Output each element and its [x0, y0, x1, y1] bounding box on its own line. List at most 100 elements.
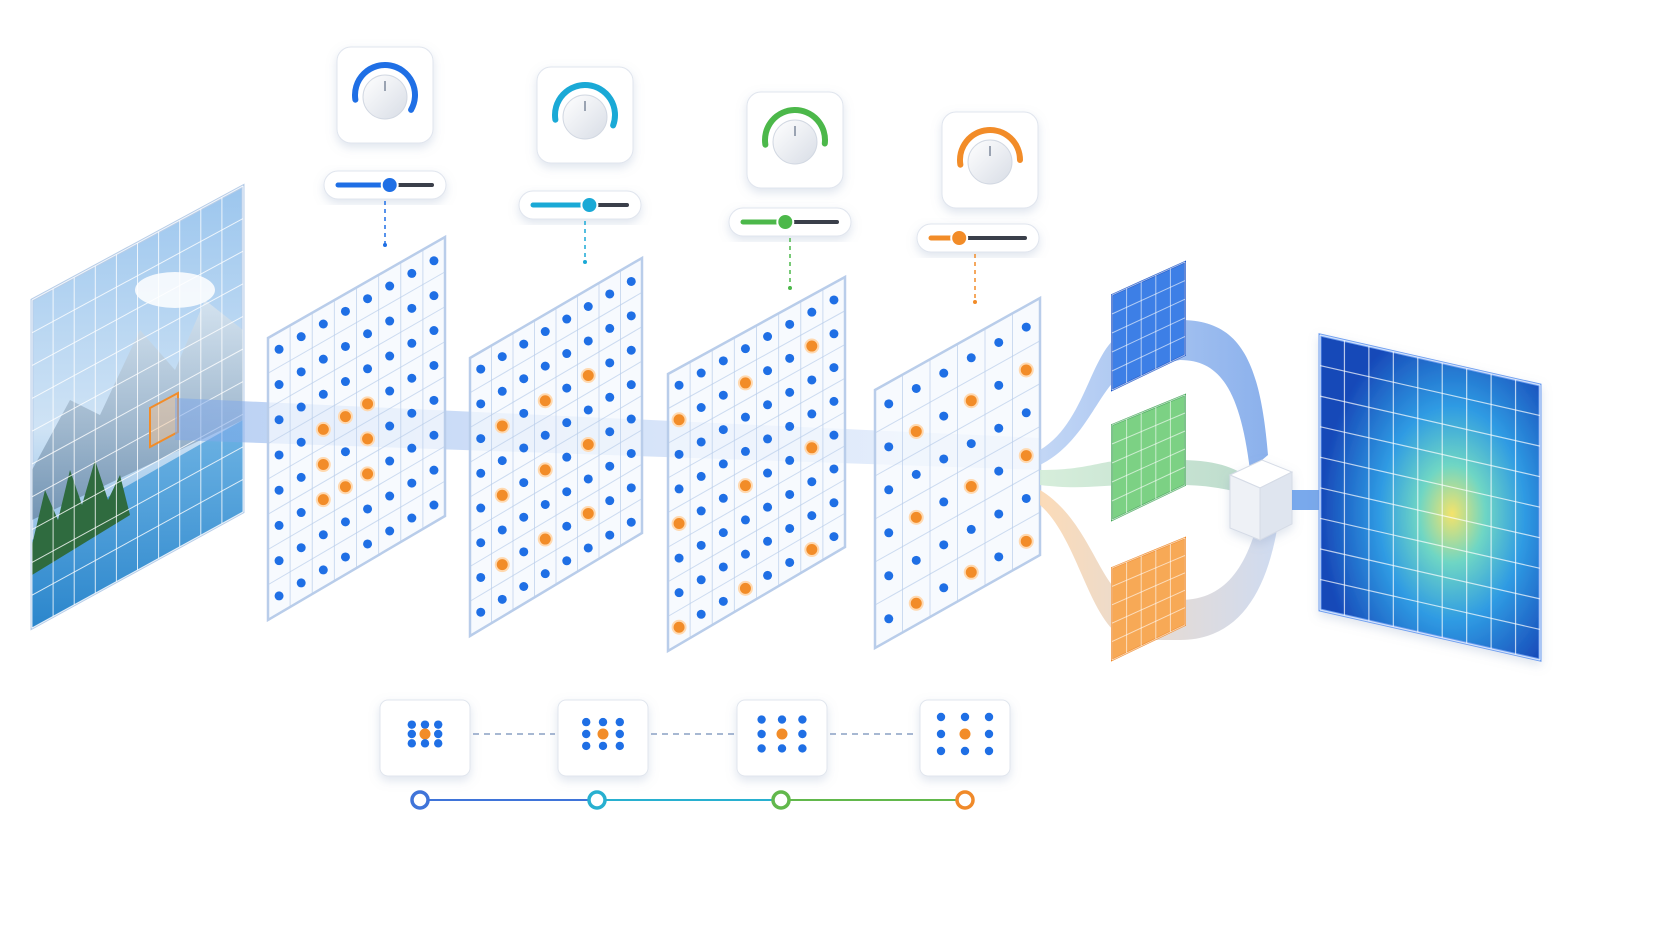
neuron-dot: [994, 380, 1004, 390]
grid-line: [1111, 317, 1186, 353]
grid-line: [1111, 537, 1186, 569]
neuron-dot: [476, 364, 486, 374]
neuron-dot: [605, 289, 615, 299]
slider-handle[interactable]: [950, 229, 969, 247]
dial-knob[interactable]: [562, 94, 608, 140]
control-1[interactable]: [323, 46, 447, 247]
kernel-tap-dot: [315, 492, 331, 508]
neuron-dot: [274, 485, 284, 495]
neuron-dot: [829, 396, 839, 406]
neuron-dot: [911, 555, 921, 565]
control-2[interactable]: [518, 66, 642, 264]
kernel-card-2[interactable]: [557, 699, 649, 777]
dial-knob[interactable]: [772, 119, 818, 165]
neuron-dot: [340, 306, 350, 316]
grid-line: [31, 478, 244, 596]
kernel-tap-dot: [580, 367, 596, 383]
dial-knob[interactable]: [967, 139, 1013, 185]
neuron-dot: [340, 341, 350, 351]
neuron-dot: [626, 380, 636, 390]
grid-line: [1319, 364, 1541, 417]
neuron-dot: [785, 319, 795, 329]
kernel-card-3[interactable]: [736, 699, 828, 777]
neuron-dot: [911, 383, 921, 393]
kernel-tap-dot: [337, 409, 353, 425]
kernel-card-1[interactable]: [379, 699, 471, 777]
neuron-dot: [829, 532, 839, 542]
neuron-dot: [829, 363, 839, 373]
neuron-dot: [674, 380, 684, 390]
kernel-dot: [407, 720, 416, 729]
kernel-tap-dot: [804, 542, 820, 558]
timeline-node-cyan[interactable]: [587, 790, 607, 810]
kernel-dot: [798, 744, 807, 753]
timeline-node-blue[interactable]: [410, 790, 430, 810]
neuron-dot: [966, 439, 976, 449]
kernel-dot: [582, 717, 591, 727]
kernel-dot: [984, 729, 994, 739]
cloud-shape: [135, 272, 215, 308]
timeline-node-orange[interactable]: [955, 790, 975, 810]
neuron-dot: [939, 540, 949, 550]
kernel-center-dot: [419, 728, 431, 740]
kernel-dot: [407, 739, 416, 748]
grid-line: [874, 511, 1041, 606]
grid-line: [1111, 448, 1186, 483]
neuron-dot: [674, 484, 684, 494]
merge-cube-icon[interactable]: [1228, 459, 1294, 541]
kernel-card-4[interactable]: [919, 699, 1011, 777]
grid-line: [667, 546, 846, 652]
neuron-dot: [476, 503, 486, 513]
slider-handle[interactable]: [380, 176, 399, 194]
neuron-dot: [911, 469, 921, 479]
slider-handle[interactable]: [580, 196, 599, 214]
kernel-dot: [420, 720, 430, 729]
grid-line: [267, 445, 446, 550]
kernel-tap-dot: [908, 423, 924, 439]
grid-line: [1111, 572, 1186, 606]
grid-line: [469, 429, 643, 533]
timeline-node-green[interactable]: [771, 790, 791, 810]
control-4[interactable]: [916, 111, 1040, 304]
control-3[interactable]: [728, 91, 852, 290]
neuron-dot: [807, 409, 817, 419]
kernel-dot: [407, 729, 416, 739]
neuron-dot: [318, 565, 328, 575]
dial-knob[interactable]: [362, 74, 408, 120]
neuron-dot: [274, 450, 284, 460]
neuron-dot: [884, 399, 894, 409]
kernel-tap-dot: [804, 440, 820, 456]
neuron-dot: [994, 552, 1004, 562]
neuron-dot: [497, 456, 507, 466]
neuron-dot: [718, 459, 728, 469]
neuron-dot: [296, 437, 306, 447]
neuron-dot: [740, 412, 750, 422]
connector-end: [973, 300, 977, 304]
neuron-dot: [274, 556, 284, 566]
neuron-dot: [605, 427, 615, 437]
feature-maps: [1111, 260, 1186, 662]
kernel-dot: [582, 729, 591, 739]
kernel-tap-dot: [537, 531, 553, 547]
neuron-dot: [785, 523, 795, 533]
grid-line: [1319, 334, 1541, 386]
kernel-tap-dot: [537, 462, 553, 478]
grid-line: [267, 515, 446, 621]
kernel-tap-dot: [337, 479, 353, 495]
neuron-dot: [385, 316, 395, 326]
slider-handle[interactable]: [776, 213, 795, 231]
neuron-dot: [318, 354, 328, 364]
kernel-tap-dot: [963, 393, 979, 409]
kernel-dot: [598, 717, 608, 727]
neuron-dot: [318, 319, 328, 329]
neuron-dot: [884, 614, 894, 624]
neuron-dot: [476, 434, 486, 444]
neuron-dot: [274, 415, 284, 425]
neuron-dot: [363, 504, 373, 514]
neuron-dot: [807, 307, 817, 317]
kernel-dot: [777, 715, 787, 724]
neuron-dot: [318, 389, 328, 399]
neuron-dot: [829, 464, 839, 474]
connector-end: [788, 286, 792, 290]
kernel-dot: [757, 744, 766, 753]
